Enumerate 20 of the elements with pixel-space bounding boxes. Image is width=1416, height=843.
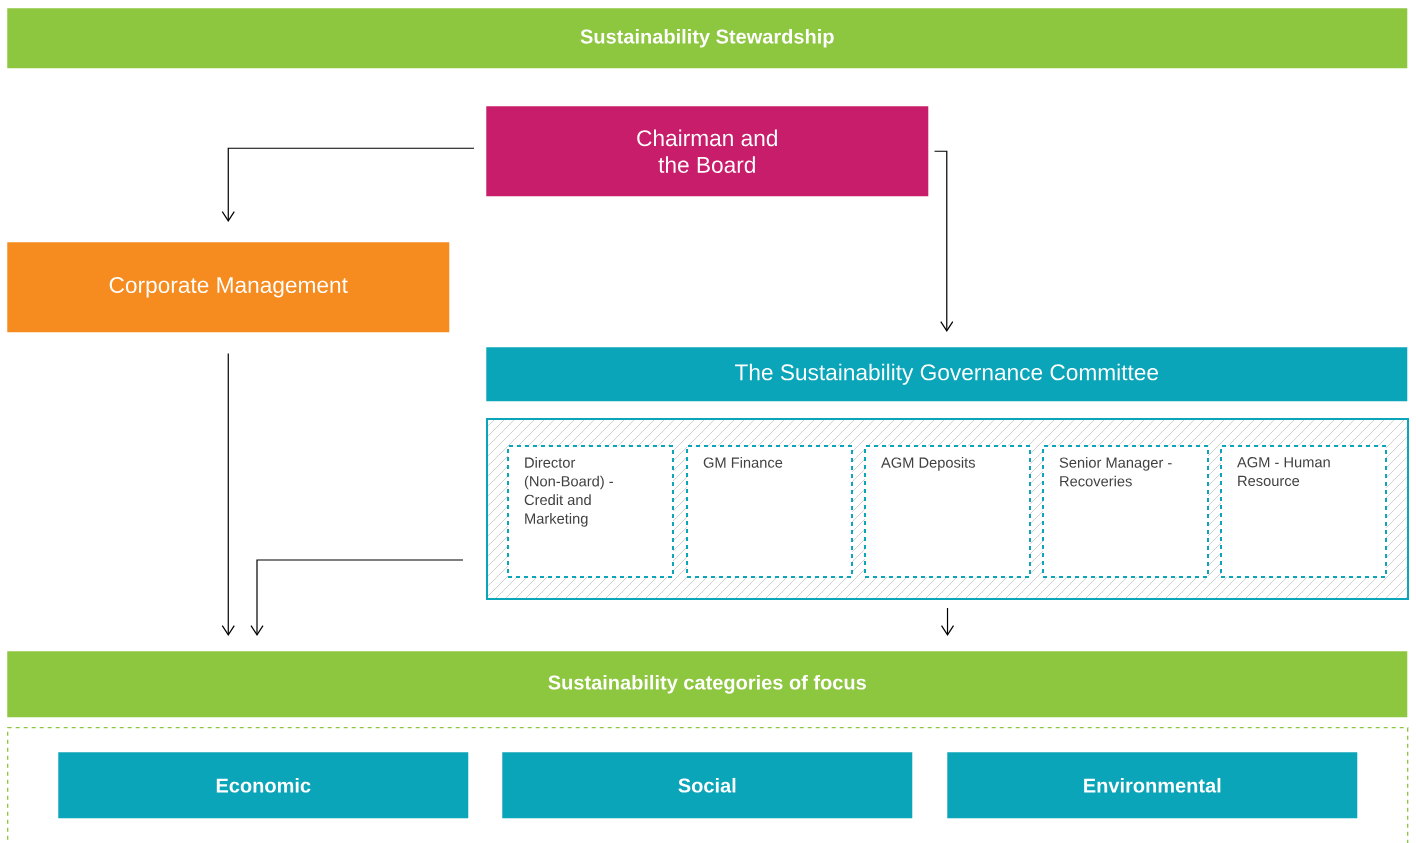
category-box: Economic bbox=[58, 752, 469, 819]
member-box: Senior Manager - Recoveries bbox=[1042, 445, 1209, 578]
member-box: Director (Non-Board) - Credit and Marketing bbox=[507, 445, 674, 578]
member-box: AGM - Human Resource bbox=[1220, 445, 1387, 578]
dashed-container bbox=[7, 727, 1409, 843]
category-banner: Sustainability categories of focus bbox=[7, 651, 1408, 718]
arrow bbox=[940, 607, 955, 636]
arrow bbox=[250, 559, 464, 636]
arrow bbox=[933, 150, 954, 332]
hatched-panel bbox=[486, 418, 1409, 600]
category-box: Social bbox=[502, 752, 913, 819]
arrow bbox=[221, 352, 235, 636]
committee-header: The Sustainability Governance Committee bbox=[486, 347, 1408, 402]
board-box: Chairman and the Board bbox=[486, 106, 929, 197]
title-banner: Sustainability Stewardship bbox=[7, 8, 1408, 69]
arrow bbox=[221, 147, 475, 222]
member-box: GM Finance bbox=[686, 445, 853, 578]
member-box: AGM Deposits bbox=[864, 445, 1031, 578]
management-box: Corporate Management bbox=[7, 242, 450, 333]
category-box: Environmental bbox=[947, 752, 1358, 819]
